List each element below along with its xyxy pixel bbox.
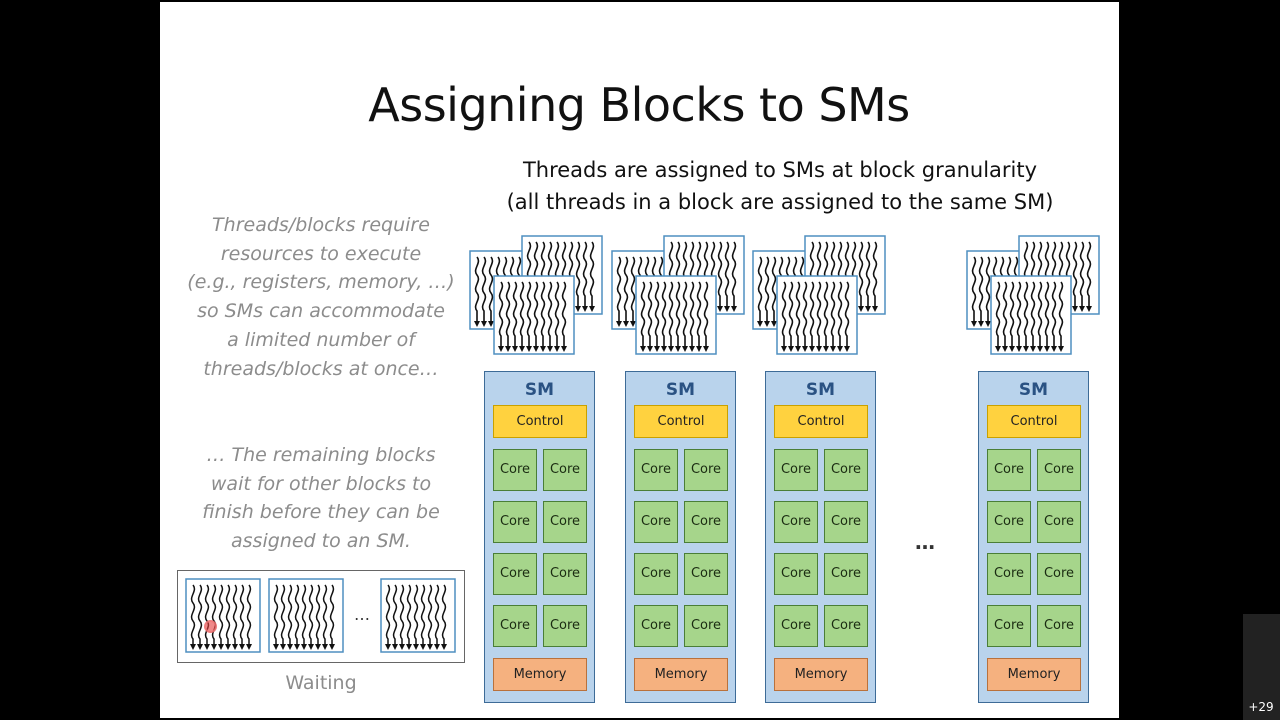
- core: Core: [543, 553, 587, 595]
- core: Core: [493, 501, 537, 543]
- core: Core: [987, 553, 1031, 595]
- thread-block-stack-4: [967, 236, 1099, 354]
- thread-block-stack-1: [470, 236, 602, 354]
- thread-block-stack-2: [612, 236, 744, 354]
- control-unit: Control: [634, 405, 728, 438]
- core: Core: [824, 553, 868, 595]
- core: Core: [1037, 605, 1081, 647]
- subtitle-line-2: (all threads in a block are assigned to …: [506, 190, 1054, 214]
- sm-unit-2: SM Control Core Core Core Core Core Core…: [625, 371, 736, 703]
- resource-note-line: a limited number of: [227, 328, 415, 351]
- core: Core: [634, 605, 678, 647]
- core: Core: [543, 605, 587, 647]
- resource-note-line: threads/blocks at once…: [203, 357, 439, 380]
- pointer-cursor-icon: [204, 620, 217, 633]
- core: Core: [543, 501, 587, 543]
- core: Core: [987, 501, 1031, 543]
- sm-label: SM: [1018, 380, 1049, 400]
- resource-note-line: resources to execute: [220, 242, 422, 265]
- core: Core: [987, 449, 1031, 491]
- core: Core: [684, 605, 728, 647]
- sm-unit-1: SM Control Core Core Core Core Core Core…: [484, 371, 595, 703]
- core: Core: [824, 449, 868, 491]
- sm-label: SM: [524, 380, 555, 400]
- core: Core: [774, 501, 818, 543]
- thread-block-stack-3: [753, 236, 885, 354]
- resource-note-line: Threads/blocks require: [212, 214, 430, 236]
- control-unit: Control: [987, 405, 1081, 438]
- control-unit: Control: [774, 405, 868, 438]
- control-unit: Control: [493, 405, 587, 438]
- resource-note-line: so SMs can accommodate: [197, 300, 445, 323]
- resource-note-line: (e.g., registers, memory, …): [187, 271, 455, 294]
- core: Core: [634, 501, 678, 543]
- sm-label: SM: [805, 380, 836, 400]
- core: Core: [1037, 501, 1081, 543]
- core: Core: [493, 605, 537, 647]
- core: Core: [543, 449, 587, 491]
- waiting-note-line: finish before they can be: [202, 501, 440, 524]
- waiting-note: … The remaining blocks wait for other bl…: [182, 441, 460, 556]
- core: Core: [774, 553, 818, 595]
- sm-unit-4: SM Control Core Core Core Core Core Core…: [978, 371, 1089, 703]
- core: Core: [684, 449, 728, 491]
- core: Core: [774, 449, 818, 491]
- waiting-note-line: assigned to an SM.: [231, 530, 411, 553]
- core: Core: [987, 605, 1031, 647]
- core: Core: [684, 553, 728, 595]
- core: Core: [634, 449, 678, 491]
- memory-unit: Memory: [634, 658, 728, 691]
- core: Core: [774, 605, 818, 647]
- core: Core: [634, 553, 678, 595]
- participant-count-badge[interactable]: +29: [1248, 700, 1274, 714]
- waiting-queue-box: [177, 570, 465, 663]
- core: Core: [1037, 553, 1081, 595]
- slide-title: Assigning Blocks to SMs: [368, 78, 910, 132]
- waiting-note-line: wait for other blocks to: [210, 472, 432, 495]
- memory-unit: Memory: [493, 658, 587, 691]
- participants-panel[interactable]: [1243, 614, 1280, 720]
- core: Core: [1037, 449, 1081, 491]
- waiting-note-line: … The remaining blocks: [206, 444, 436, 466]
- core: Core: [824, 605, 868, 647]
- memory-unit: Memory: [987, 658, 1081, 691]
- sm-ellipsis: …: [915, 530, 935, 554]
- subtitle-line-1: Threads are assigned to SMs at block gra…: [522, 158, 1038, 182]
- waiting-label: Waiting: [285, 672, 357, 694]
- waiting-ellipsis: …: [354, 605, 370, 624]
- sm-label: SM: [665, 380, 696, 400]
- sm-unit-3: SM Control Core Core Core Core Core Core…: [765, 371, 876, 703]
- core: Core: [493, 449, 537, 491]
- core: Core: [824, 501, 868, 543]
- core: Core: [684, 501, 728, 543]
- resource-note: Threads/blocks require resources to exec…: [182, 211, 460, 383]
- core: Core: [493, 553, 537, 595]
- memory-unit: Memory: [774, 658, 868, 691]
